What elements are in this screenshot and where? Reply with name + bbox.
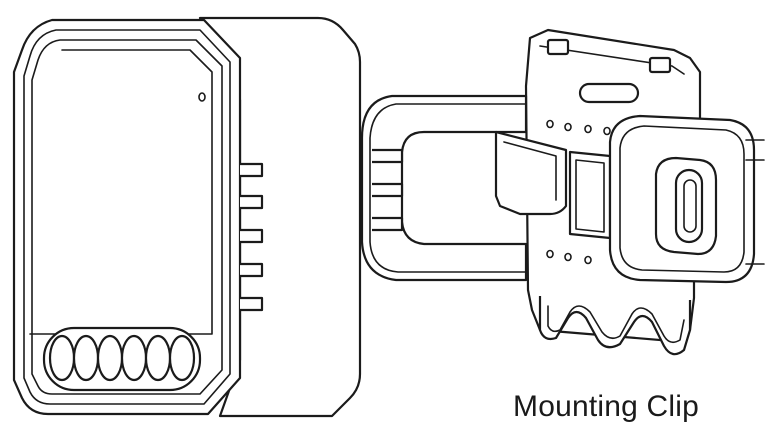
mounting-clip-caption: Mounting Clip [513,390,700,423]
clip-holes-top [546,119,611,136]
led-indicator [198,92,206,102]
terminal-holes [48,334,196,382]
terminal-hole [96,334,124,382]
terminal-hole [120,334,148,382]
clip-top-edge [539,45,685,75]
clip-left-ribs [372,148,404,232]
module-side-notches [240,162,264,312]
terminal-hole [72,334,100,382]
clip-center-slot [578,82,640,104]
clip-right-ribs [745,139,765,265]
terminal-hole [168,334,196,382]
clip-bottom-foot [538,296,692,356]
mounting-clip [360,28,765,356]
clip-slot-left [546,38,570,56]
module-front-face [12,18,242,416]
clip-slot-right [648,56,672,74]
clip-holes-bottom [546,249,592,265]
module-bevel-inner [31,39,223,395]
terminal-hole [144,334,172,382]
clip-left-arm [360,94,528,282]
clip-inner-channel [494,130,568,216]
module-bevel-outer [23,29,231,405]
relay-module [12,16,362,418]
terminal-hole [48,334,76,382]
